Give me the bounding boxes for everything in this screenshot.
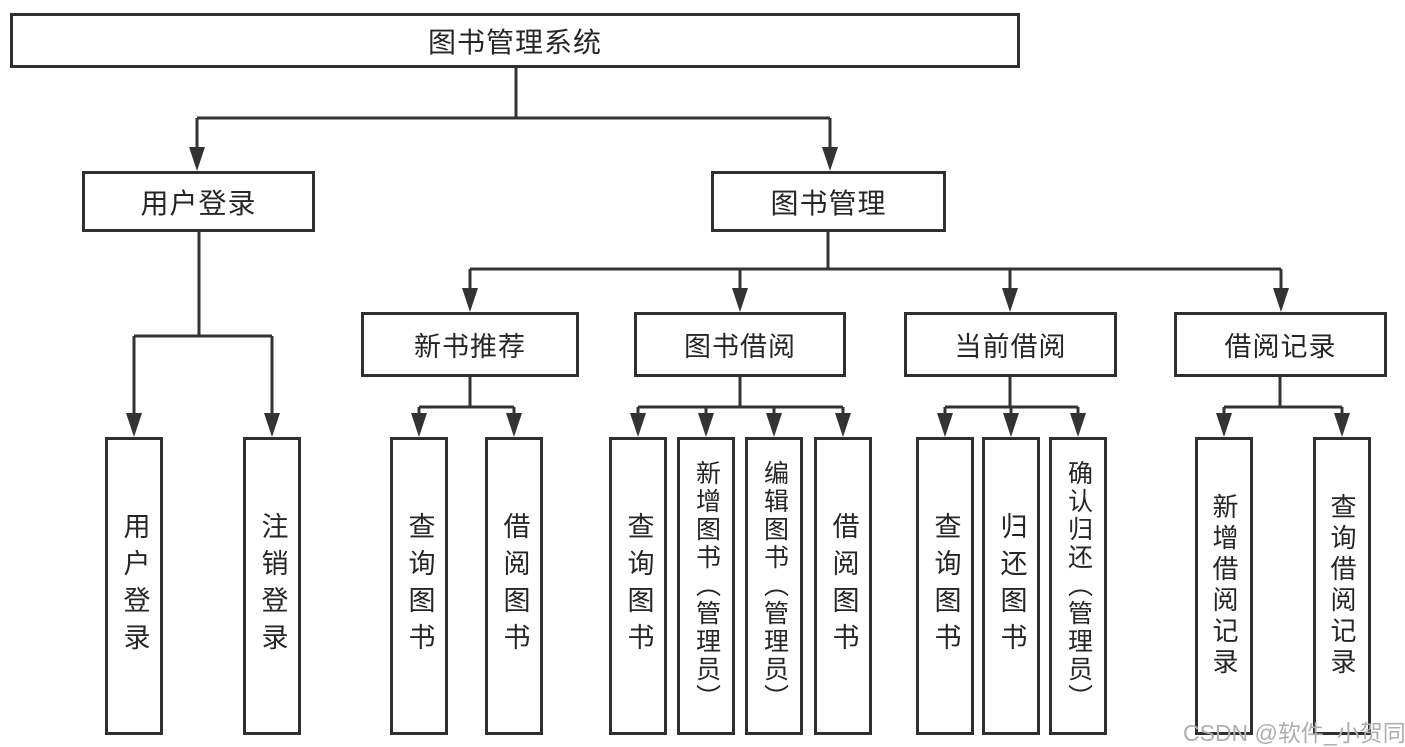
leaf-return-books: 归还图书: [982, 437, 1040, 735]
connector-new-book-recommend-to-leaves: [411, 377, 522, 437]
leaf-borrow-books-recommend: 借阅图书: [485, 437, 543, 735]
node-label: 当前借阅: [954, 332, 1067, 362]
node-label: 查询图书: [623, 512, 654, 660]
arrowhead: [411, 413, 427, 437]
connector-line: [636, 377, 845, 416]
arrowhead: [822, 147, 838, 171]
node-label: 图书借阅: [684, 332, 796, 362]
node-borrow-records: 借阅记录: [1174, 312, 1387, 377]
arrowhead: [1273, 288, 1289, 312]
arrowhead: [1003, 413, 1019, 437]
node-label: 新书推荐: [414, 332, 526, 362]
connector-current-borrow-to-leaves: [937, 377, 1086, 437]
node-label: 查询借阅记录: [1327, 493, 1357, 679]
connector-book-management-to-level3: [462, 232, 1289, 312]
node-user-login: 用户登录: [82, 171, 315, 232]
connector-borrow-records-to-leaves: [1216, 377, 1350, 437]
leaf-query-books-borrow: 查询图书: [609, 437, 667, 735]
arrowhead: [462, 288, 478, 312]
connector-line: [468, 232, 1283, 291]
leaf-borrow-books: 借阅图书: [814, 437, 872, 735]
connector-line: [417, 377, 516, 416]
arrowhead: [1216, 413, 1232, 437]
connector-book-borrow-to-leaves: [630, 377, 851, 437]
node-label: 注销登录: [257, 512, 288, 660]
csdn-watermark: CSDN @软件_小贺同学: [1183, 720, 1405, 746]
node-label: 编辑图书（管理员）: [760, 460, 789, 712]
node-current-borrow: 当前借阅: [904, 312, 1117, 377]
leaf-logout: 注销登录: [243, 437, 301, 735]
connector-user-login-to-leaves: [126, 232, 280, 437]
leaf-add-borrow-record: 新增借阅记录: [1195, 437, 1253, 735]
node-label: 借阅图书: [828, 512, 859, 660]
node-book-management: 图书管理: [711, 171, 946, 232]
node-label: 图书管理系统: [427, 26, 602, 58]
connector-root-to-level2: [189, 68, 838, 171]
arrowhead: [264, 413, 280, 437]
connector-line: [1222, 377, 1344, 416]
node-label: 新增借阅记录: [1209, 493, 1239, 679]
leaf-query-books-recommend: 查询图书: [390, 437, 448, 735]
arrowhead: [937, 413, 953, 437]
node-label: 归还图书: [996, 512, 1027, 660]
arrowhead: [1002, 288, 1018, 312]
node-label: 用户登录: [119, 512, 150, 660]
arrowhead: [189, 147, 205, 171]
node-label: 确认归还（管理员）: [1064, 460, 1093, 712]
leaf-query-books-current: 查询图书: [916, 437, 974, 735]
arrowhead: [126, 413, 142, 437]
leaf-add-book-admin: 新增图书（管理员）: [677, 437, 735, 735]
leaf-confirm-return-admin: 确认归还（管理员）: [1049, 437, 1107, 735]
arrowhead: [698, 413, 714, 437]
node-label: 借阅图书: [499, 512, 530, 660]
node-label: 图书管理: [770, 187, 887, 219]
node-label: 查询图书: [930, 512, 961, 660]
arrowhead: [506, 413, 522, 437]
leaf-edit-book-admin: 编辑图书（管理员）: [745, 437, 803, 735]
node-book-borrow: 图书借阅: [634, 312, 846, 377]
connector-line: [132, 232, 274, 416]
leaf-user-login: 用户登录: [105, 437, 163, 735]
node-label: 借阅记录: [1224, 332, 1337, 362]
arrowhead: [835, 413, 851, 437]
arrowhead: [766, 413, 782, 437]
arrowhead: [732, 288, 748, 312]
arrowhead: [1070, 413, 1086, 437]
connector-line: [943, 377, 1080, 416]
arrowhead: [630, 413, 646, 437]
leaf-query-borrow-record: 查询借阅记录: [1313, 437, 1371, 735]
connector-line: [195, 68, 832, 150]
node-library-management-system: 图书管理系统: [10, 13, 1020, 68]
node-new-book-recommend: 新书推荐: [361, 312, 579, 377]
node-label: 用户登录: [140, 187, 257, 219]
arrowhead: [1334, 413, 1350, 437]
node-label: 查询图书: [404, 512, 435, 660]
node-label: 新增图书（管理员）: [692, 460, 721, 712]
